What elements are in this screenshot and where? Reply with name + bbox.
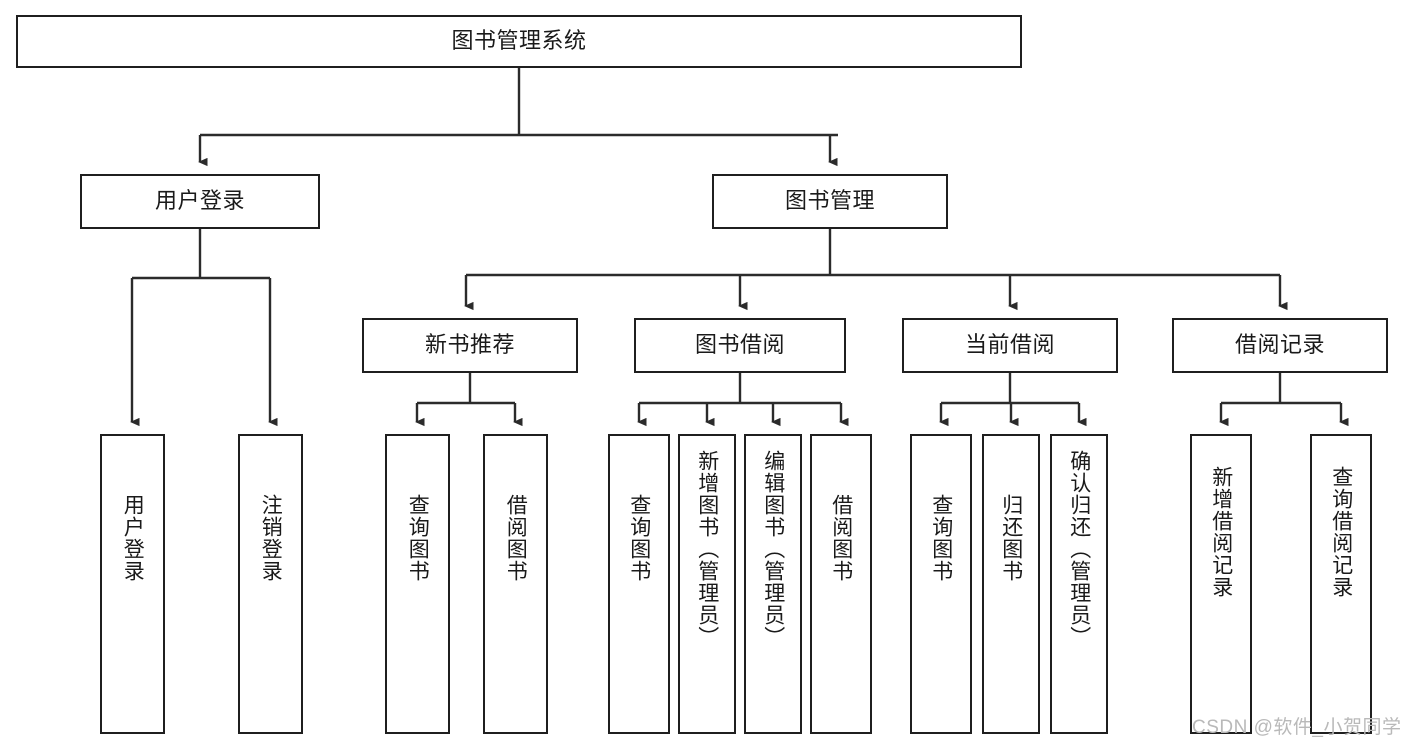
csdn-watermark: CSDN @软件_小贺同学 xyxy=(1192,717,1402,738)
node-leaf-edit-book-admin[interactable]: 编辑图书（管理员） xyxy=(744,434,802,734)
node-borrow-record[interactable]: 借阅记录 xyxy=(1172,318,1388,373)
node-leaf-query-book-borrow-label: 查询图书 xyxy=(627,494,651,582)
node-user-login[interactable]: 用户登录 xyxy=(80,174,320,229)
node-leaf-return-book-label: 归还图书 xyxy=(999,494,1023,582)
node-leaf-query-book-cur[interactable]: 查询图书 xyxy=(910,434,972,734)
node-leaf-confirm-return-admin-label: 确认归还（管理员） xyxy=(1067,450,1091,648)
node-book-management-label: 图书管理 xyxy=(784,188,875,214)
node-leaf-edit-book-admin-label: 编辑图书（管理员） xyxy=(761,450,785,648)
node-leaf-query-book-rec[interactable]: 查询图书 xyxy=(385,434,450,734)
node-book-borrow-label: 图书借阅 xyxy=(694,332,785,358)
node-leaf-borrow-book-rec[interactable]: 借阅图书 xyxy=(483,434,548,734)
node-leaf-user-login-label: 用户登录 xyxy=(121,494,145,582)
node-root-label: 图书管理系统 xyxy=(451,28,587,54)
node-leaf-confirm-return-admin[interactable]: 确认归还（管理员） xyxy=(1050,434,1108,734)
node-leaf-add-borrow-record-label: 新增借阅记录 xyxy=(1209,466,1233,598)
node-new-book-recommend[interactable]: 新书推荐 xyxy=(362,318,578,373)
node-book-management[interactable]: 图书管理 xyxy=(712,174,948,229)
node-leaf-return-book[interactable]: 归还图书 xyxy=(982,434,1040,734)
node-leaf-query-borrow-record[interactable]: 查询借阅记录 xyxy=(1310,434,1372,734)
node-leaf-query-borrow-record-label: 查询借阅记录 xyxy=(1329,466,1353,598)
node-leaf-query-book-rec-label: 查询图书 xyxy=(406,494,430,582)
node-leaf-add-book-admin[interactable]: 新增图书（管理员） xyxy=(678,434,736,734)
node-leaf-add-borrow-record[interactable]: 新增借阅记录 xyxy=(1190,434,1252,734)
node-leaf-add-book-admin-label: 新增图书（管理员） xyxy=(695,450,719,648)
node-book-borrow[interactable]: 图书借阅 xyxy=(634,318,846,373)
node-root[interactable]: 图书管理系统 xyxy=(16,15,1022,68)
node-borrow-record-label: 借阅记录 xyxy=(1234,332,1325,358)
node-current-borrow[interactable]: 当前借阅 xyxy=(902,318,1118,373)
node-leaf-borrow-book-label: 借阅图书 xyxy=(829,494,853,582)
node-current-borrow-label: 当前借阅 xyxy=(964,332,1055,358)
node-leaf-query-book-cur-label: 查询图书 xyxy=(929,494,953,582)
node-leaf-borrow-book[interactable]: 借阅图书 xyxy=(810,434,872,734)
node-leaf-borrow-book-rec-label: 借阅图书 xyxy=(504,494,528,582)
node-leaf-user-logout[interactable]: 注销登录 xyxy=(238,434,303,734)
node-leaf-query-book-borrow[interactable]: 查询图书 xyxy=(608,434,670,734)
node-user-login-label: 用户登录 xyxy=(154,188,245,214)
node-new-book-recommend-label: 新书推荐 xyxy=(424,332,515,358)
node-leaf-user-logout-label: 注销登录 xyxy=(259,494,283,582)
node-leaf-user-login[interactable]: 用户登录 xyxy=(100,434,165,734)
